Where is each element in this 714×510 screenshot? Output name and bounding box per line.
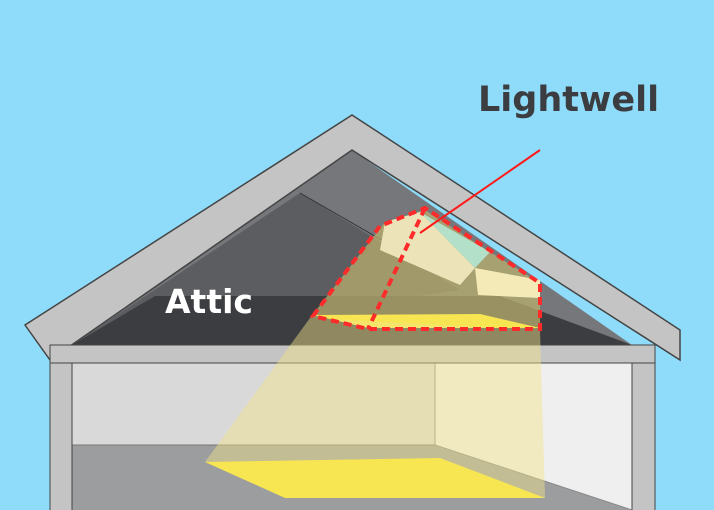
ceiling-beam xyxy=(49,344,656,364)
left-wall xyxy=(49,362,73,510)
light-beam xyxy=(205,318,545,498)
label-leader-line xyxy=(419,149,541,234)
skylight-glass xyxy=(420,212,490,268)
lightwell-shaft xyxy=(310,210,540,330)
lightwell-bottom-glow xyxy=(313,314,540,328)
lightwell-frame xyxy=(380,212,475,285)
attic-label: Attic xyxy=(165,282,253,321)
lightwell-sill xyxy=(475,268,540,298)
lightwell-outline-edge xyxy=(366,207,427,330)
floor-light-patch xyxy=(205,458,545,498)
lightwell-label: Lightwell xyxy=(478,80,660,120)
right-wall xyxy=(631,362,656,510)
